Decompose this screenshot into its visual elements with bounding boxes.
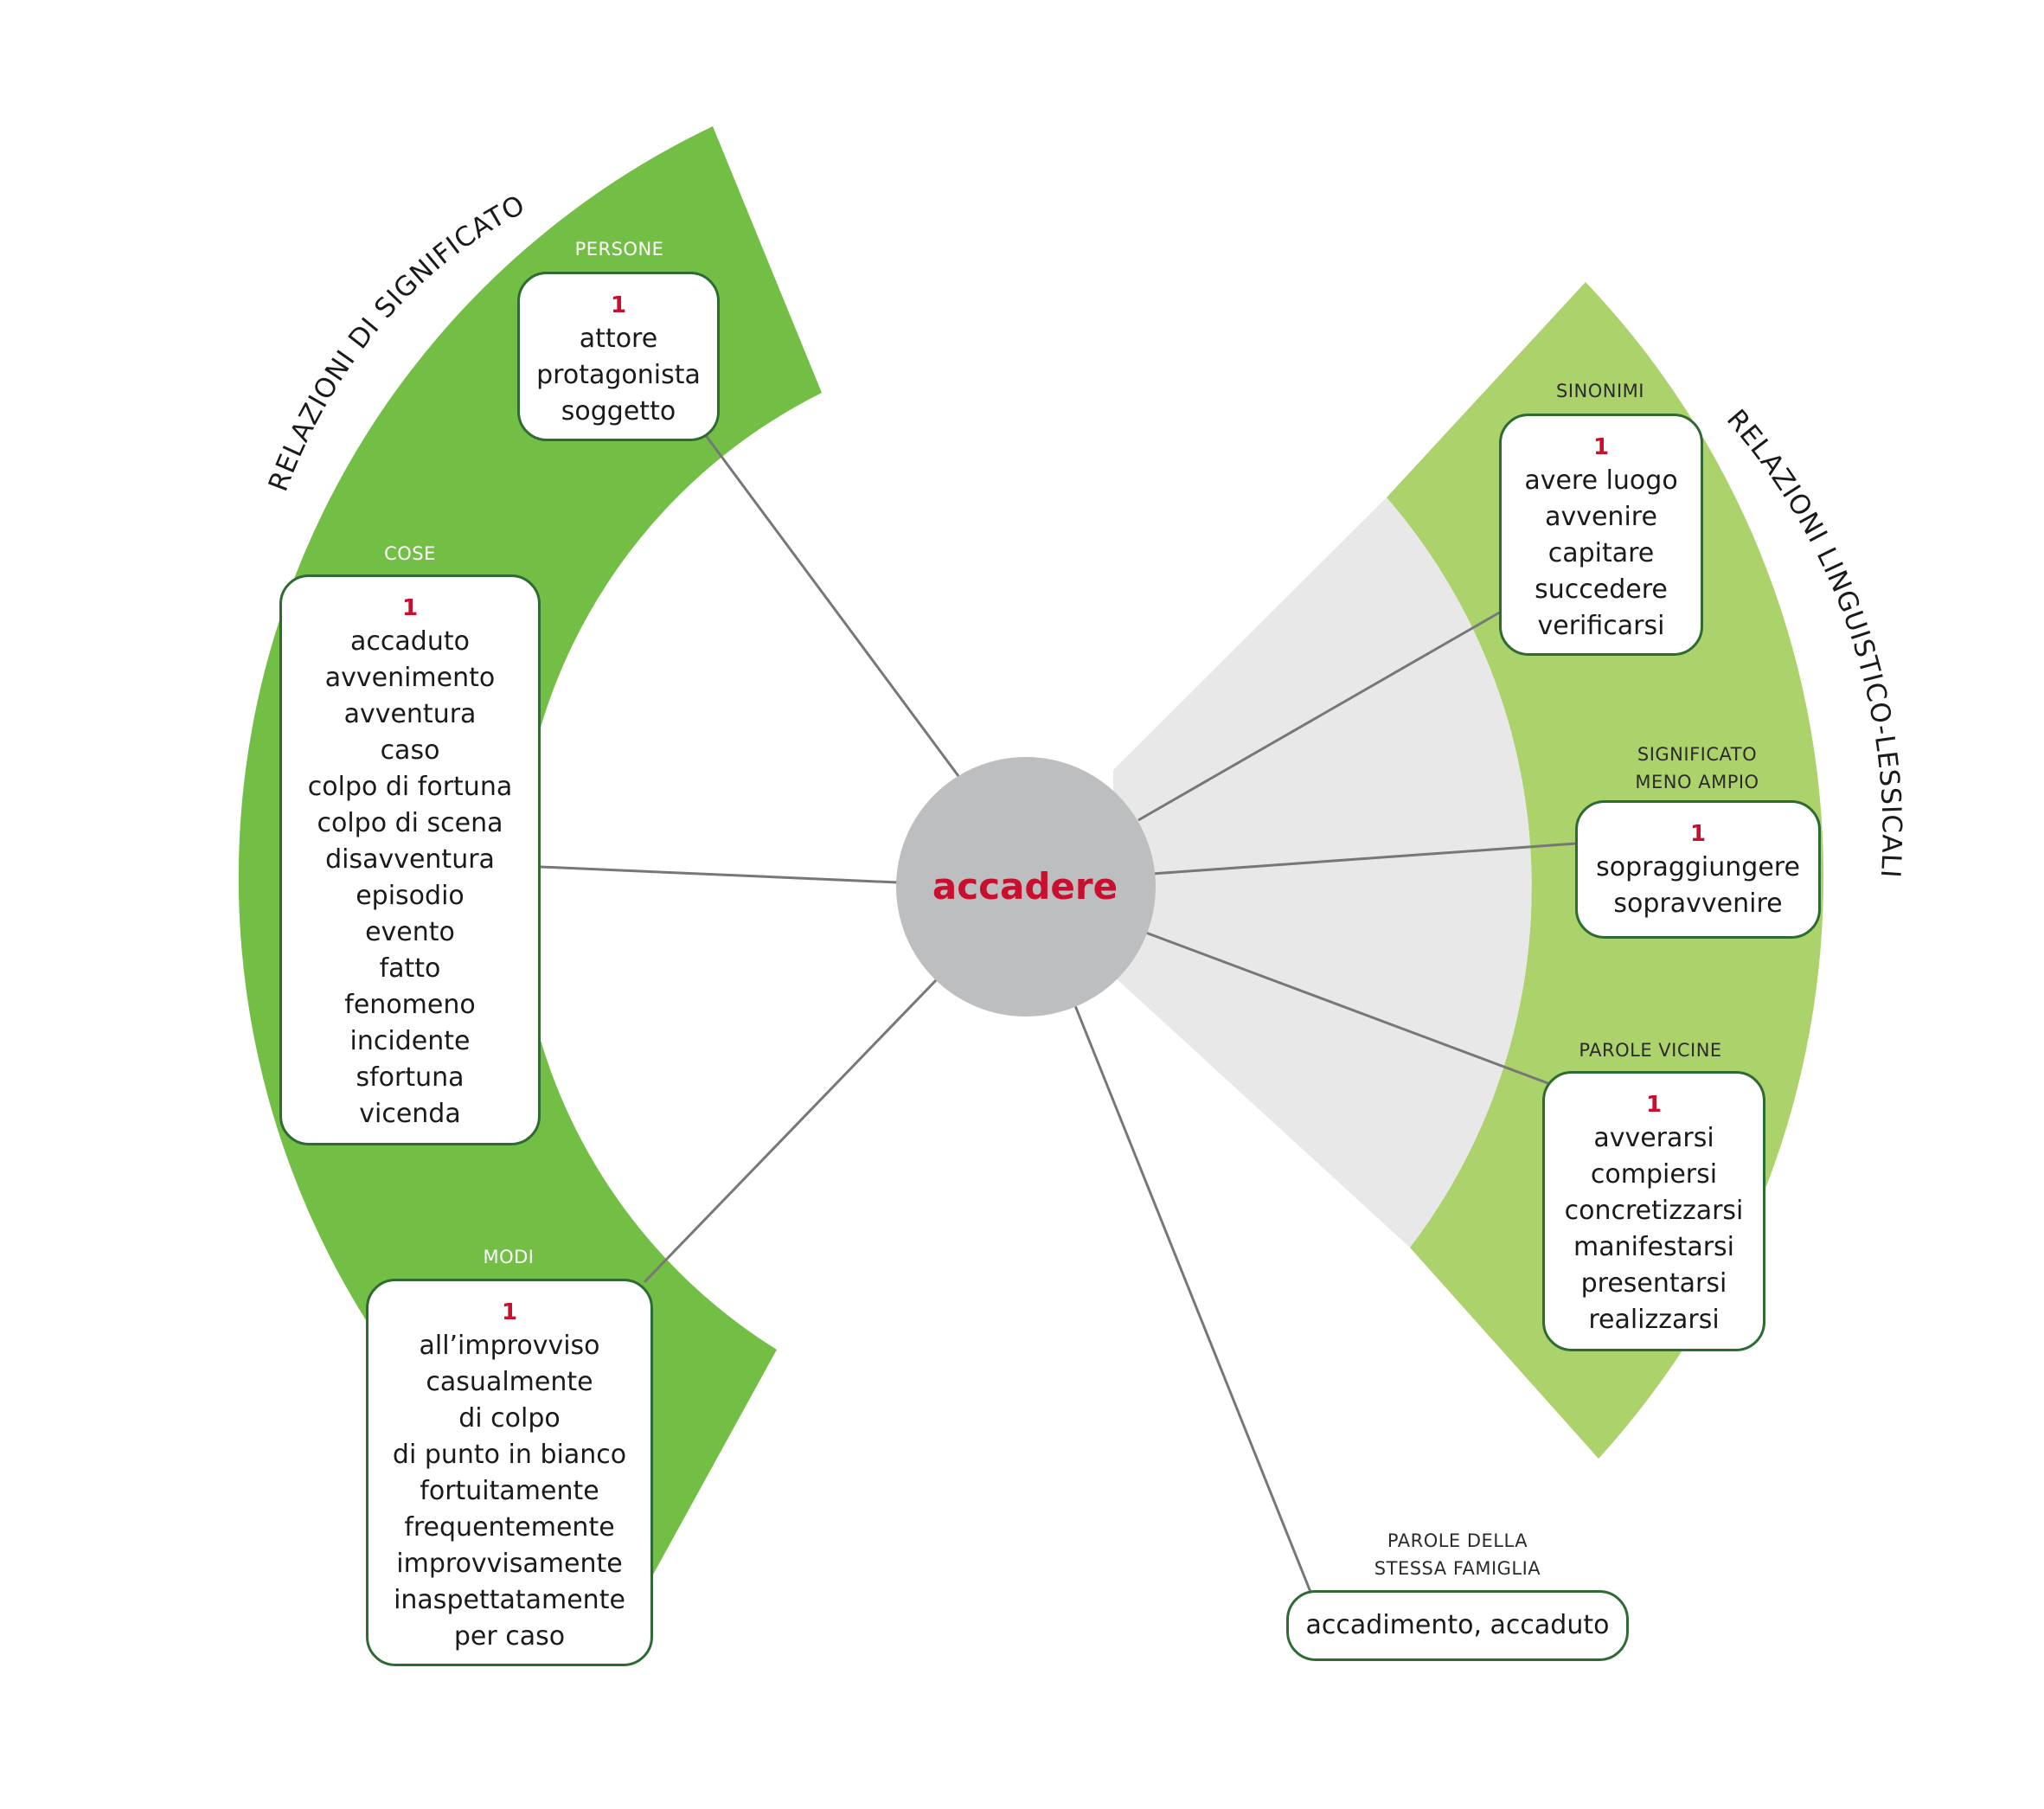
- word-item: colpo di scena: [317, 808, 503, 838]
- word-item: accaduto: [350, 626, 470, 657]
- label-vicine: PAROLE VICINE: [1579, 1040, 1722, 1061]
- word-item: avere luogo: [1524, 465, 1678, 496]
- word-item: fortuitamente: [420, 1476, 599, 1506]
- box-cose: 1 accaduto avvenimento avventura caso colpo d…: [279, 574, 541, 1145]
- word-item: colpo di fortuna: [307, 772, 513, 802]
- word-item: concretizzarsi: [1564, 1196, 1744, 1226]
- word-item: frequentemente: [404, 1512, 615, 1543]
- word-item: capitare: [1547, 538, 1655, 568]
- label-modi: MODI: [483, 1247, 535, 1267]
- word-item: inaspettatamente: [394, 1585, 625, 1615]
- word-item: manifestarsi: [1573, 1232, 1735, 1262]
- label-persone: PERSONE: [574, 239, 664, 260]
- word-item: avverarsi: [1593, 1123, 1714, 1153]
- sense-number: 1: [1689, 821, 1707, 847]
- sense-number: 1: [1645, 1092, 1663, 1118]
- sense-number: 1: [1592, 434, 1610, 460]
- word-item: protagonista: [536, 360, 701, 390]
- word-item: succedere: [1535, 574, 1668, 605]
- box-significato: 1 sopraggiungere sopravvenire: [1575, 800, 1821, 939]
- label-significato-line1: SIGNIFICATO: [1637, 744, 1758, 765]
- label-significato-line2: MENO AMPIO: [1635, 772, 1759, 792]
- sense-number: 1: [610, 292, 627, 318]
- word-item: avvenimento: [324, 663, 496, 693]
- connector-persone: [703, 433, 960, 777]
- center-word: accadere: [932, 865, 1118, 908]
- label-famiglia: PAROLE DELLA STESSA FAMIGLIA: [1354, 1527, 1561, 1582]
- word-item: improvvisamente: [396, 1549, 623, 1579]
- word-item: attore: [579, 324, 658, 354]
- center-circle: [896, 757, 1156, 1017]
- connector-modi: [643, 976, 940, 1284]
- label-famiglia-line2: STESSA FAMIGLIA: [1374, 1558, 1541, 1579]
- left-arc-band: [238, 126, 822, 1592]
- sense-number: 1: [501, 1299, 518, 1325]
- connector-famiglia: [1073, 1003, 1312, 1593]
- word-item: all’improvviso: [419, 1331, 600, 1361]
- word-item: casualmente: [426, 1367, 593, 1397]
- box-sinonimi: 1 avere luogo avvenire capitare succedere ver…: [1499, 414, 1703, 656]
- word-item: fenomeno: [344, 990, 476, 1020]
- word-item: sfortuna: [356, 1062, 465, 1093]
- famiglia-text: accadimento, accaduto: [1305, 1610, 1610, 1640]
- word-item: caso: [380, 735, 440, 766]
- word-item: sopravvenire: [1613, 888, 1783, 919]
- word-item: soggetto: [561, 396, 676, 427]
- word-item: fatto: [379, 953, 441, 984]
- word-item: incidente: [349, 1026, 471, 1056]
- label-significato: SIGNIFICATO MENO AMPIO: [1611, 741, 1784, 796]
- word-item: verificarsi: [1537, 611, 1665, 641]
- box-modi: 1 all’improvviso casualmente di colpo di pun…: [366, 1279, 653, 1666]
- word-item: per caso: [453, 1621, 566, 1652]
- connector-cose: [540, 865, 899, 884]
- label-famiglia-line1: PAROLE DELLA: [1387, 1530, 1528, 1551]
- box-vicine: 1 avverarsi compiersi concretizzarsi manifes…: [1542, 1071, 1765, 1351]
- box-famiglia: accadimento, accaduto: [1286, 1590, 1629, 1661]
- box-persone: 1 attore protagonista soggetto: [517, 272, 720, 441]
- word-item: vicenda: [359, 1099, 461, 1129]
- word-item: presentarsi: [1580, 1268, 1727, 1299]
- word-item: sopraggiungere: [1596, 852, 1800, 882]
- word-item: episodio: [356, 881, 465, 911]
- connector-sinonimi: [1137, 609, 1503, 822]
- word-item: di colpo: [458, 1403, 561, 1434]
- label-sinonimi: SINONIMI: [1556, 381, 1644, 401]
- word-item: disavventura: [325, 844, 495, 875]
- word-item: compiersi: [1590, 1159, 1718, 1190]
- inner-gray-wedge: [1113, 497, 1532, 1248]
- word-item: realizzarsi: [1588, 1305, 1720, 1335]
- word-item: di punto in bianco: [392, 1440, 627, 1470]
- word-item: evento: [365, 917, 455, 947]
- word-item: avventura: [343, 699, 477, 729]
- word-item: avvenire: [1545, 502, 1657, 532]
- connector-significato: [1151, 842, 1577, 876]
- label-cose: COSE: [384, 543, 436, 564]
- sense-number: 1: [401, 595, 419, 621]
- connector-vicine: [1143, 930, 1551, 1086]
